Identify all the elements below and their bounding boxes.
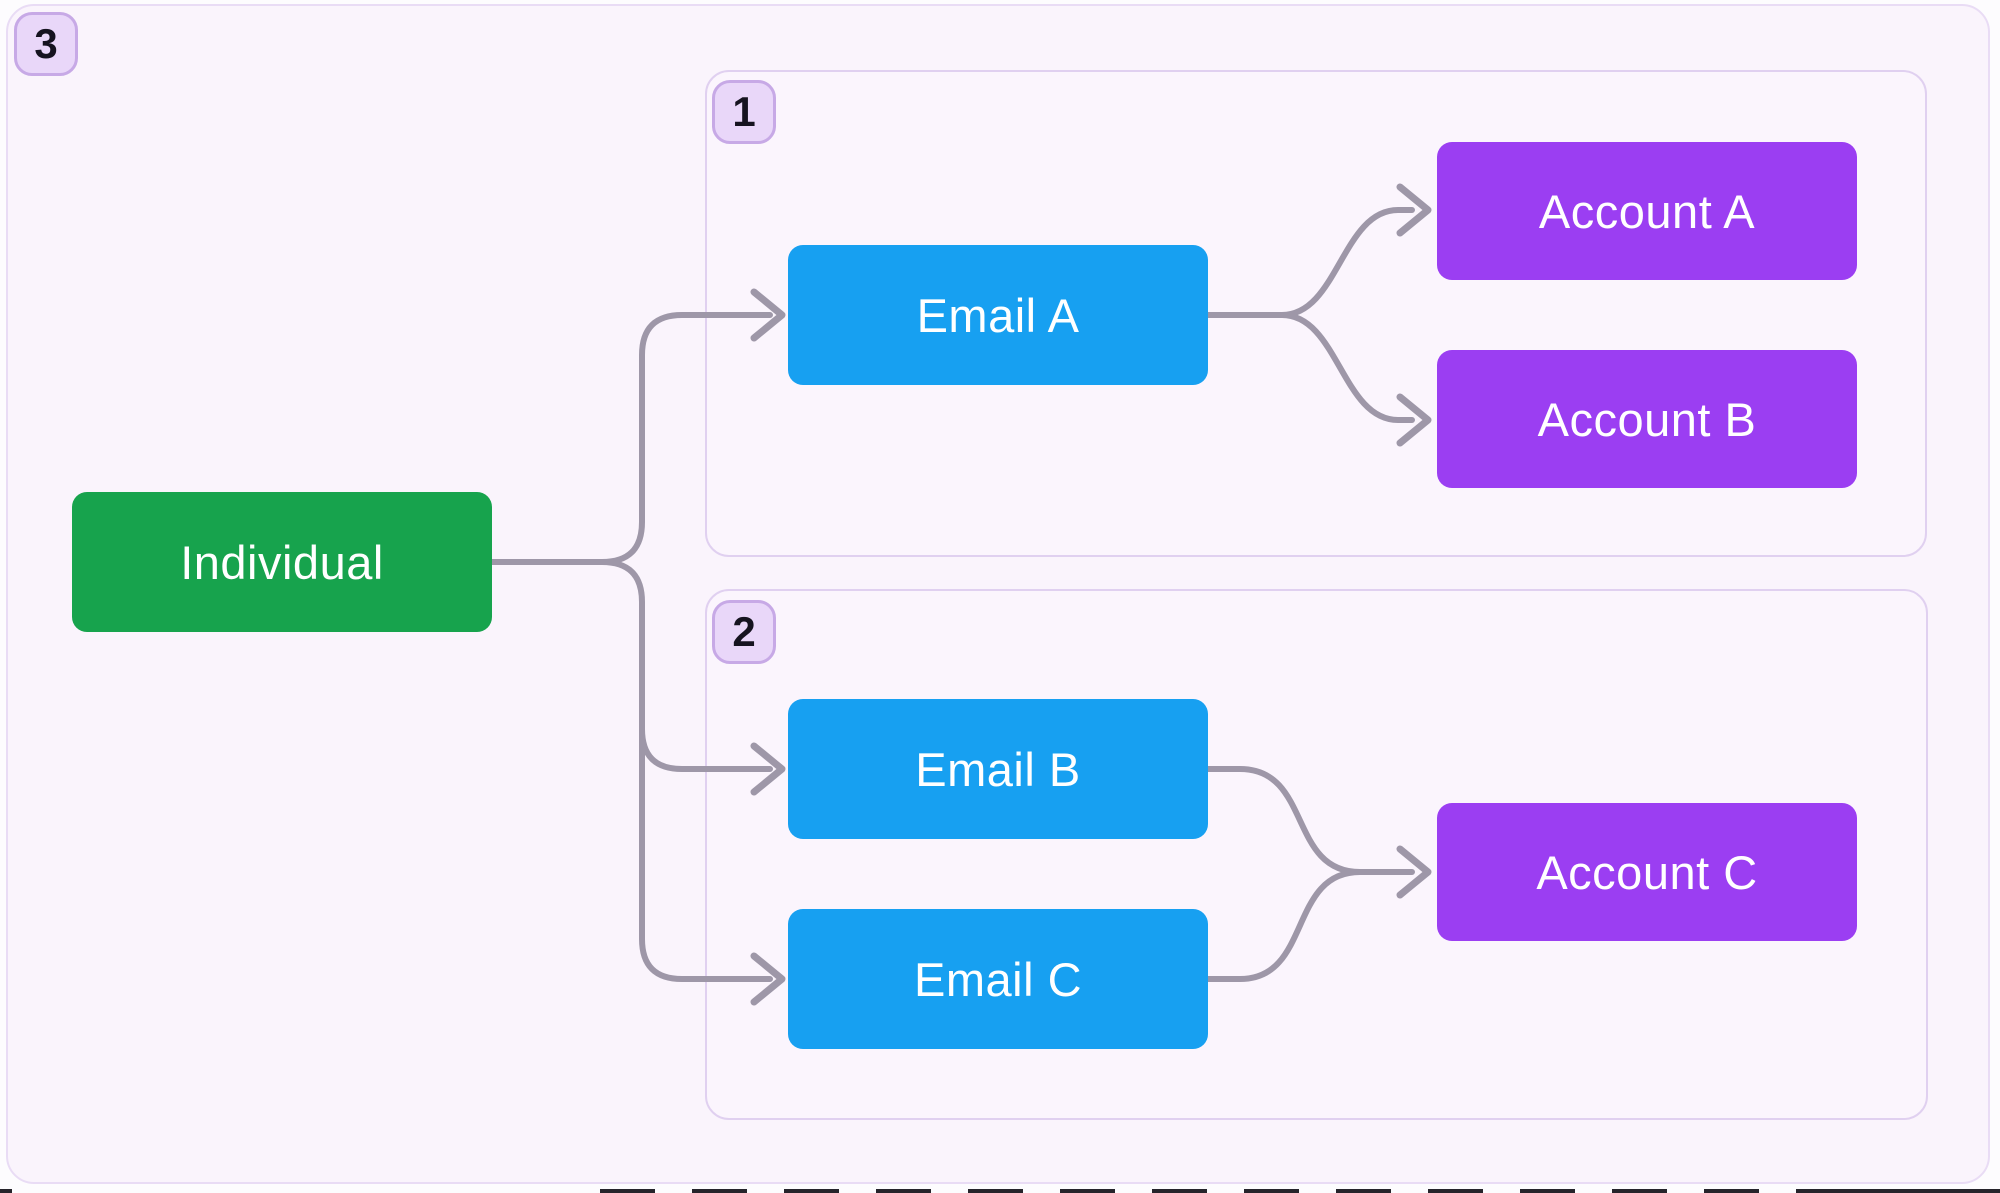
node-email-c: Email C — [788, 909, 1208, 1049]
bottom-edge-artifact — [0, 1189, 2000, 1193]
node-account-c: Account C — [1437, 803, 1857, 941]
node-account-c-label: Account C — [1536, 845, 1758, 899]
node-individual: Individual — [72, 492, 492, 632]
node-individual-label: Individual — [180, 535, 384, 589]
group-badge-3: 3 — [14, 12, 78, 76]
node-account-b: Account B — [1437, 350, 1857, 488]
node-account-a-label: Account A — [1538, 184, 1756, 238]
node-account-b-label: Account B — [1537, 392, 1757, 446]
node-email-a: Email A — [788, 245, 1208, 385]
group-badge-2: 2 — [712, 600, 776, 664]
group-badge-1-label: 1 — [732, 88, 756, 135]
node-email-b: Email B — [788, 699, 1208, 839]
group-badge-3-label: 3 — [34, 20, 58, 67]
node-email-b-label: Email B — [915, 742, 1081, 796]
node-email-a-label: Email A — [916, 288, 1080, 342]
node-email-c-label: Email C — [913, 952, 1083, 1006]
group-badge-2-label: 2 — [732, 608, 756, 655]
group-badge-1: 1 — [712, 80, 776, 144]
node-account-a: Account A — [1437, 142, 1857, 280]
